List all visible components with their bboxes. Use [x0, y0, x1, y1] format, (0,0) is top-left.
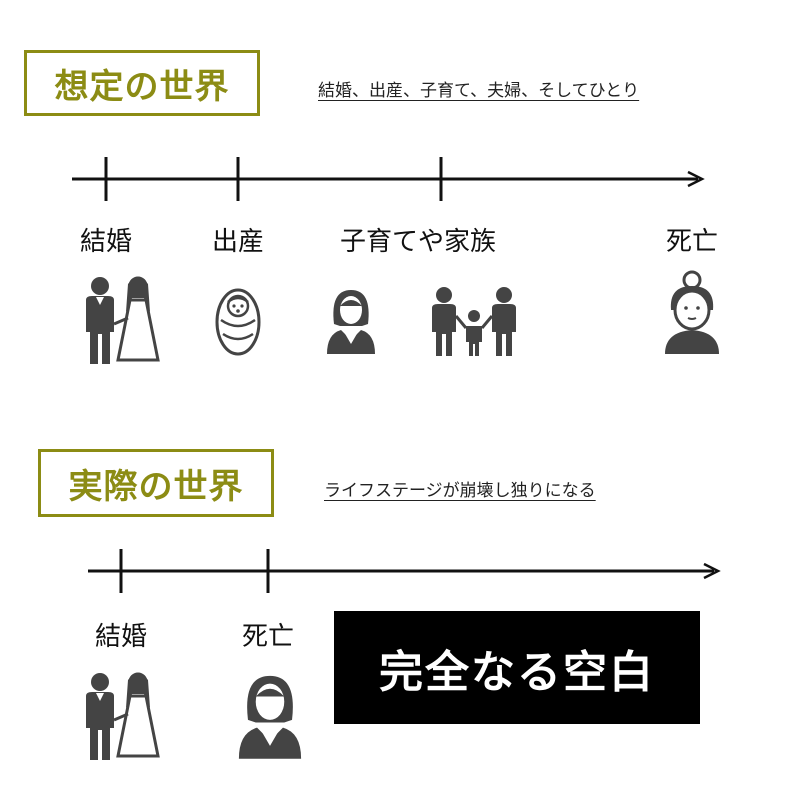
elderly-woman-icon: [665, 270, 719, 354]
actual-timeline: [88, 549, 721, 593]
woman-icon: [238, 675, 302, 759]
woman-icon: [327, 290, 375, 354]
assumed-world-title: 想定の世界: [24, 50, 260, 116]
timeline-arrowhead: [687, 170, 705, 188]
assumed-world-caption: 結婚、出産、子育て、夫婦、そしてひとり: [318, 81, 640, 101]
complete-blank-box: 完全なる空白: [334, 611, 700, 724]
family-icon: [432, 287, 516, 356]
event-label-death-actual: 死亡: [241, 622, 295, 652]
timeline-arrowhead: [703, 562, 721, 580]
event-label-marriage: 結婚: [79, 227, 133, 257]
baby-icon: [215, 288, 261, 356]
event-label-birth: 出産: [211, 227, 265, 257]
actual-world-title: 実際の世界: [38, 449, 274, 517]
actual-world-caption: ライフステージが崩壊し独りになる: [324, 481, 596, 501]
event-label-death: 死亡: [665, 227, 719, 257]
assumed-timeline: [72, 157, 705, 201]
event-label-childcare: 子育てや家族: [339, 227, 497, 257]
wedding-couple-icon: [86, 672, 160, 760]
wedding-couple-icon: [86, 276, 160, 364]
event-label-marriage-actual: 結婚: [94, 622, 148, 652]
